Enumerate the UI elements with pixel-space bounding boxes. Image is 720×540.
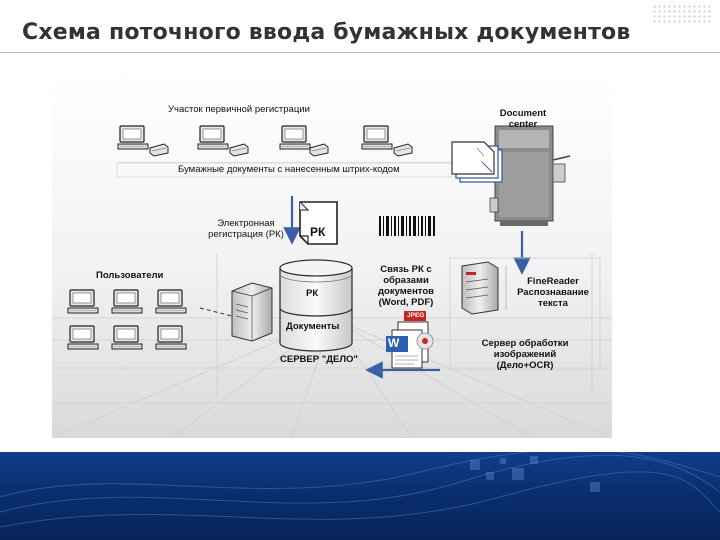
slide-title: Схема поточного ввода бумажных документо… (22, 20, 631, 45)
image-server-line-2: изображений (493, 349, 557, 360)
title-divider (0, 52, 720, 53)
finereader-line-1: FineReader (527, 276, 579, 287)
database-cylinder (279, 259, 353, 352)
barcode-icon (379, 216, 435, 236)
registration-area-label: Участок первичной регистрации (168, 104, 310, 115)
link-rk-line-2: образами (383, 275, 429, 286)
document-stack-icon (451, 141, 503, 183)
image-server-line-3: (Дело+OCR) (496, 360, 554, 371)
link-rk-line-4: (Word, PDF) (378, 297, 434, 308)
electronic-registration-line-2: регистрация (РК) (208, 229, 284, 240)
document-center-line-2: center (508, 119, 538, 130)
document-files-icon (386, 311, 434, 369)
users-label: Пользователи (96, 270, 164, 281)
rk-card-label: РК (310, 225, 326, 239)
diagram-panel: Участок первичной регистрации Бумажные д… (52, 68, 612, 438)
link-rk-line-1: Связь РК с (380, 264, 432, 275)
image-server-label: Сервер обработки изображений (Дело+OCR) (470, 338, 580, 371)
jpeg-badge: JPEG (407, 312, 425, 319)
link-rk-line-3: документов (378, 286, 434, 297)
database-documents-label: Документы (286, 321, 340, 332)
word-icon-letter: W (388, 336, 400, 350)
document-center-label: Document center (490, 108, 556, 130)
rk-card-icon (299, 201, 338, 245)
document-center-line-1: Document (499, 108, 547, 119)
paper-documents-label: Бумажные документы с нанесенным штрих-ко… (178, 164, 400, 175)
ocr-server-tower (461, 261, 499, 315)
link-rk-label: Связь РК с образами документов (Word, PD… (370, 264, 442, 308)
delo-server-tower (231, 282, 273, 342)
ocr-area-frame (449, 257, 601, 371)
bottom-decorative-band (0, 452, 720, 540)
server-delo-label: СЕРВЕР "ДЕЛО" (280, 354, 358, 365)
users-to-server-link (199, 307, 233, 317)
bottom-band-art (0, 452, 720, 528)
finereader-label: FineReader Распознавание текста (508, 276, 598, 309)
title-decoration (652, 4, 712, 24)
document-center-device (489, 125, 571, 226)
image-server-line-1: Сервер обработки (481, 338, 569, 349)
electronic-registration-line-1: Электронная (217, 218, 275, 229)
finereader-line-3: текста (538, 298, 568, 309)
electronic-registration-label: Электронная регистрация (РК) (198, 218, 294, 240)
database-rk-label: РК (306, 288, 319, 299)
diagram-svg (52, 68, 612, 438)
finereader-line-2: Распознавание (517, 287, 589, 298)
